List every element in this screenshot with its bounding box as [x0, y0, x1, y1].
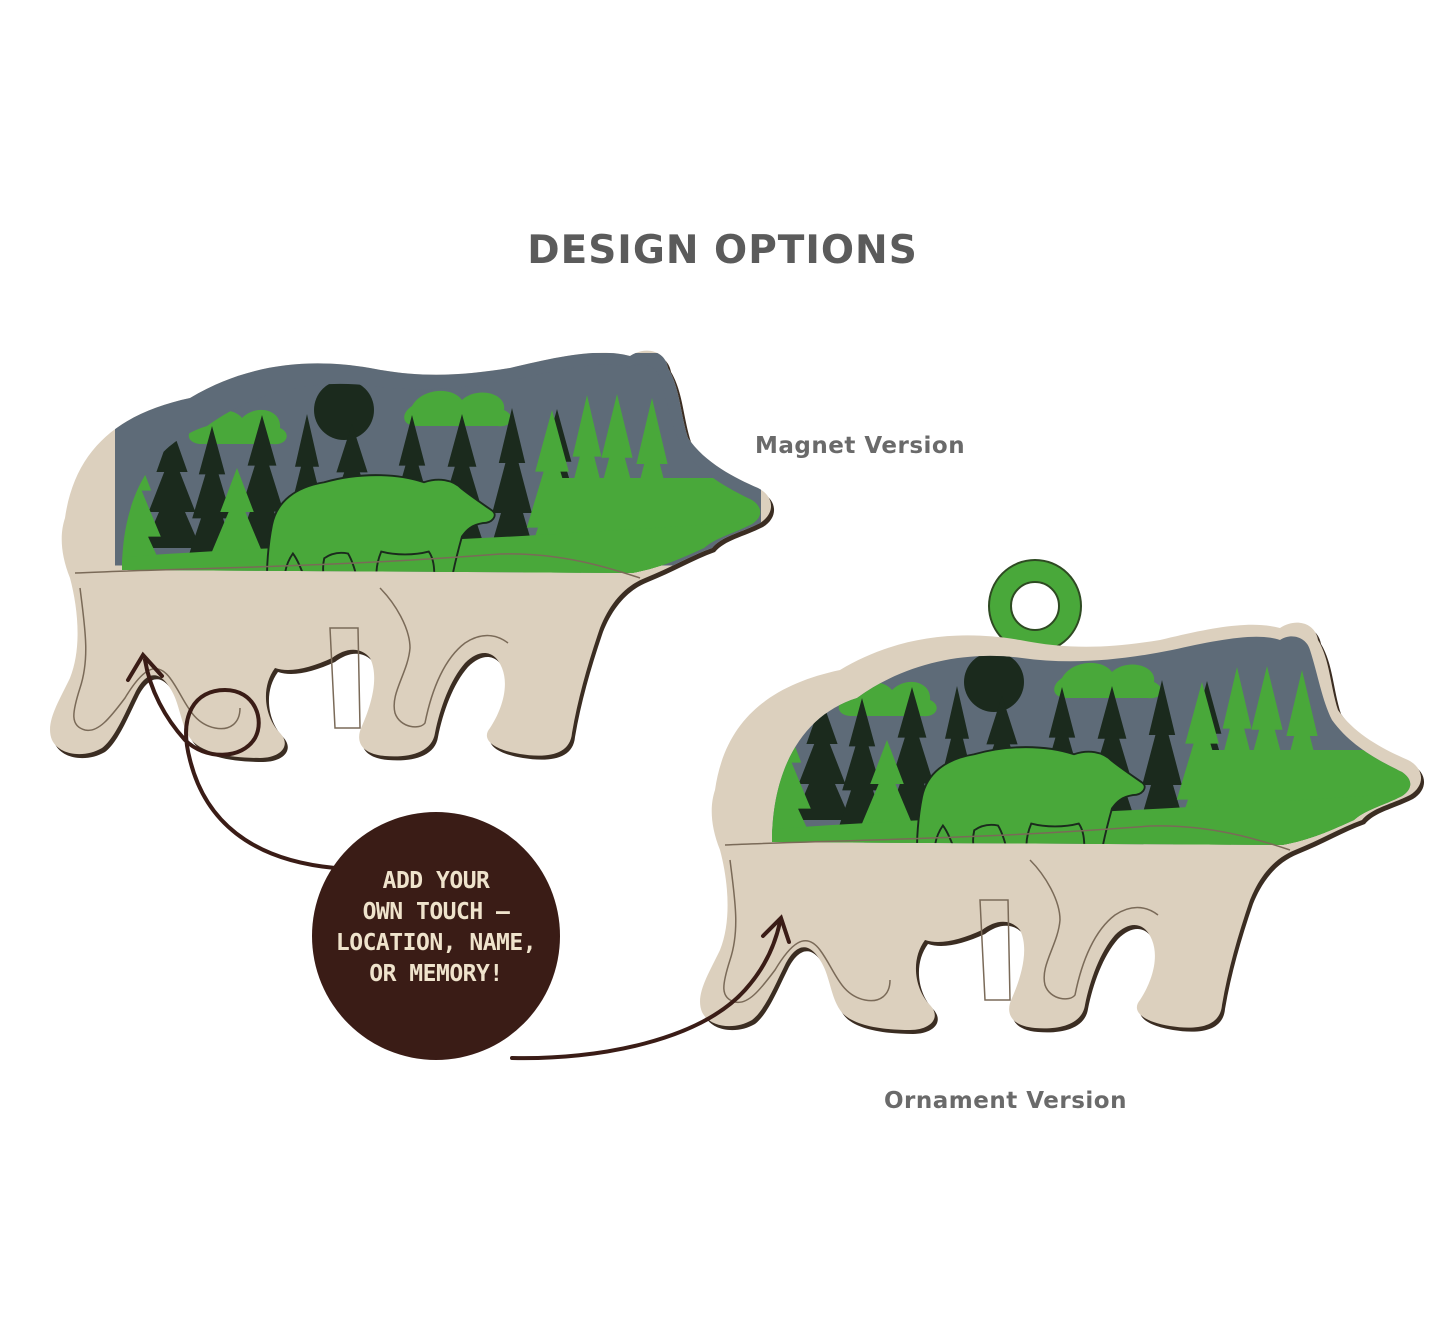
callout-badge — [312, 812, 560, 1060]
ornament-bear — [700, 559, 1425, 1034]
magnet-bear — [50, 350, 775, 762]
callout-line-1: ADD YOUR — [382, 868, 490, 894]
arrow-to-ornament — [510, 914, 791, 1061]
callout-line-4: OR MEMORY! — [369, 961, 503, 987]
callout-line-3: LOCATION, NAME, — [335, 930, 537, 956]
callout-text: ADD YOUR OWN TOUCH – LOCATION, NAME, OR … — [318, 866, 554, 990]
callout-line-2: OWN TOUCH – — [362, 899, 510, 925]
page-title: DESIGN OPTIONS — [527, 228, 918, 273]
arrow-to-magnet — [126, 651, 337, 870]
ornament-version-label: Ornament Version — [884, 1088, 1127, 1114]
magnet-version-label: Magnet Version — [755, 433, 966, 459]
